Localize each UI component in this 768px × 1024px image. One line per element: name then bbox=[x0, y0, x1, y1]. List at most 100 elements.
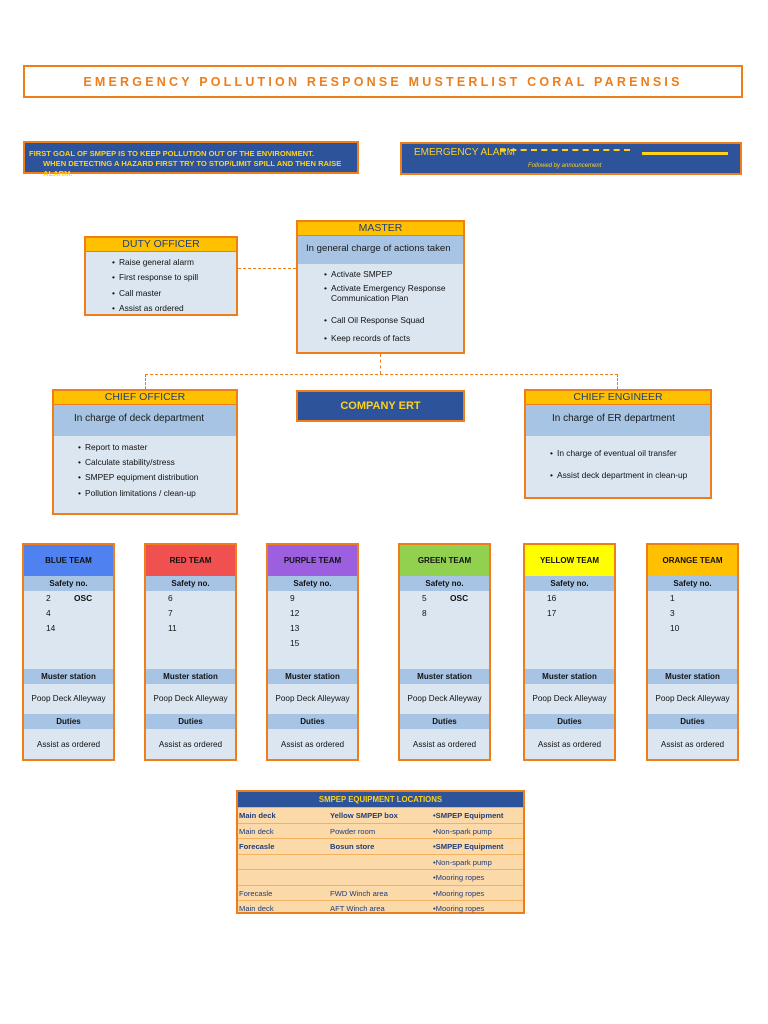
equipment-table-title: SMPEP EQUIPMENT LOCATIONS bbox=[238, 792, 523, 807]
team-name: GREEN TEAM bbox=[400, 545, 489, 576]
safety-number: 12 bbox=[290, 608, 300, 618]
list-item: 17 bbox=[525, 608, 614, 623]
location-area: AFT Winch area bbox=[330, 904, 385, 913]
list-item: Pollution limitations / clean-up bbox=[78, 488, 236, 503]
safety-number: 1 bbox=[670, 593, 675, 603]
list-item: 7 bbox=[146, 608, 235, 623]
team-name: ORANGE TEAM bbox=[648, 545, 737, 576]
list-item: 15 bbox=[268, 638, 357, 653]
safety-number: 4 bbox=[46, 608, 51, 618]
safety-number: 10 bbox=[670, 623, 680, 633]
duties-value: Assist as ordered bbox=[537, 740, 602, 749]
list-item: First response to spill bbox=[112, 272, 236, 287]
equipment-item: Non-spark pump bbox=[433, 858, 492, 867]
safety-no-label: Safety no. bbox=[525, 576, 614, 591]
duties-label: Duties bbox=[648, 714, 737, 729]
list-item: Keep records of facts bbox=[324, 333, 463, 344]
muster-station-label: Muster station bbox=[400, 669, 489, 684]
table-row: Mooring ropes bbox=[238, 869, 523, 885]
chief-officer-list: Report to master Calculate stability/str… bbox=[54, 436, 236, 503]
list-item: 4 bbox=[24, 608, 113, 623]
osc-tag: OSC bbox=[450, 593, 469, 603]
master-title: MASTER bbox=[298, 222, 463, 236]
safety-no-label: Safety no. bbox=[400, 576, 489, 591]
safety-number: 7 bbox=[168, 608, 173, 618]
emergency-alarm-banner: EMERGENCY ALARM Followed by announcement bbox=[400, 142, 742, 175]
location-deck: Main deck bbox=[239, 904, 274, 913]
list-item: Report to master bbox=[78, 442, 236, 457]
chief-engineer-list: In charge of eventual oil transfer Assis… bbox=[526, 436, 710, 492]
duties-value: Assist as ordered bbox=[36, 740, 101, 749]
alarm-title: EMERGENCY ALARM bbox=[414, 147, 515, 158]
duties-label: Duties bbox=[24, 714, 113, 729]
goal-line-1: FIRST GOAL OF SMPEP IS TO KEEP POLLUTION… bbox=[29, 149, 315, 158]
list-item: Call Oil Response Squad bbox=[324, 315, 463, 326]
goal-line-2: WHEN DETECTING A HAZARD FIRST TRY TO STO… bbox=[43, 159, 342, 178]
location-deck: Forecasle bbox=[239, 842, 275, 851]
chief-engineer-subtitle: In charge of ER department bbox=[526, 405, 710, 436]
list-item: Raise general alarm bbox=[112, 257, 236, 272]
muster-station-value: Poop Deck Alleyway bbox=[532, 694, 607, 703]
osc-tag: OSC bbox=[74, 593, 93, 603]
safety-no-label: Safety no. bbox=[146, 576, 235, 591]
muster-station-value: Poop Deck Alleyway bbox=[31, 694, 106, 703]
duties-label: Duties bbox=[146, 714, 235, 729]
company-ert-box: COMPANY ERT bbox=[296, 390, 465, 422]
master-subtitle: In general charge of actions taken bbox=[298, 236, 463, 264]
duties-value: Assist as ordered bbox=[660, 740, 725, 749]
chief-engineer-box: CHIEF ENGINEER In charge of ER departmen… bbox=[524, 389, 712, 499]
chief-engineer-title: CHIEF ENGINEER bbox=[526, 391, 710, 405]
duties-label: Duties bbox=[268, 714, 357, 729]
chief-officer-subtitle: In charge of deck department bbox=[54, 405, 236, 436]
alarm-short-blasts-icon bbox=[500, 149, 630, 152]
muster-station-value: Poop Deck Alleyway bbox=[407, 694, 482, 703]
list-item: Assist deck department in clean-up bbox=[550, 470, 710, 492]
duties-label: Duties bbox=[400, 714, 489, 729]
list-item: In charge of eventual oil transfer bbox=[550, 448, 710, 470]
safety-number: 6 bbox=[168, 593, 173, 603]
safety-no-label: Safety no. bbox=[648, 576, 737, 591]
location-area: Bosun store bbox=[330, 842, 375, 851]
muster-station-label: Muster station bbox=[525, 669, 614, 684]
safety-no-label: Safety no. bbox=[268, 576, 357, 591]
list-item: 11 bbox=[146, 623, 235, 638]
duty-officer-box: DUTY OFFICER Raise general alarm First r… bbox=[84, 236, 238, 316]
list-item: Activate SMPEP bbox=[324, 269, 463, 280]
location-deck: Main deck bbox=[239, 826, 274, 836]
alarm-long-blast-icon bbox=[642, 152, 728, 155]
master-list: Activate SMPEP Activate Emergency Respon… bbox=[298, 264, 463, 344]
duty-officer-title: DUTY OFFICER bbox=[86, 238, 236, 252]
duties-value: Assist as ordered bbox=[412, 740, 477, 749]
muster-station-label: Muster station bbox=[648, 669, 737, 684]
team-name: YELLOW TEAM bbox=[525, 545, 614, 576]
chief-officer-box: CHIEF OFFICER In charge of deck departme… bbox=[52, 389, 238, 515]
list-item: Activate Emergency Response Communicatio… bbox=[324, 283, 463, 304]
list-item: 6 bbox=[146, 593, 235, 608]
goal-banner: FIRST GOAL OF SMPEP IS TO KEEP POLLUTION… bbox=[23, 141, 359, 178]
location-deck: Forecasle bbox=[239, 888, 273, 898]
list-item: 14 bbox=[24, 623, 113, 638]
master-box: MASTER In general charge of actions take… bbox=[296, 220, 465, 354]
safety-number: 11 bbox=[168, 623, 177, 633]
safety-number: 16 bbox=[547, 593, 557, 603]
list-item: 12 bbox=[268, 608, 357, 623]
duty-officer-list: Raise general alarm First response to sp… bbox=[86, 252, 236, 319]
equipment-item: Mooring ropes bbox=[433, 873, 485, 882]
safety-number: 15 bbox=[290, 638, 300, 648]
